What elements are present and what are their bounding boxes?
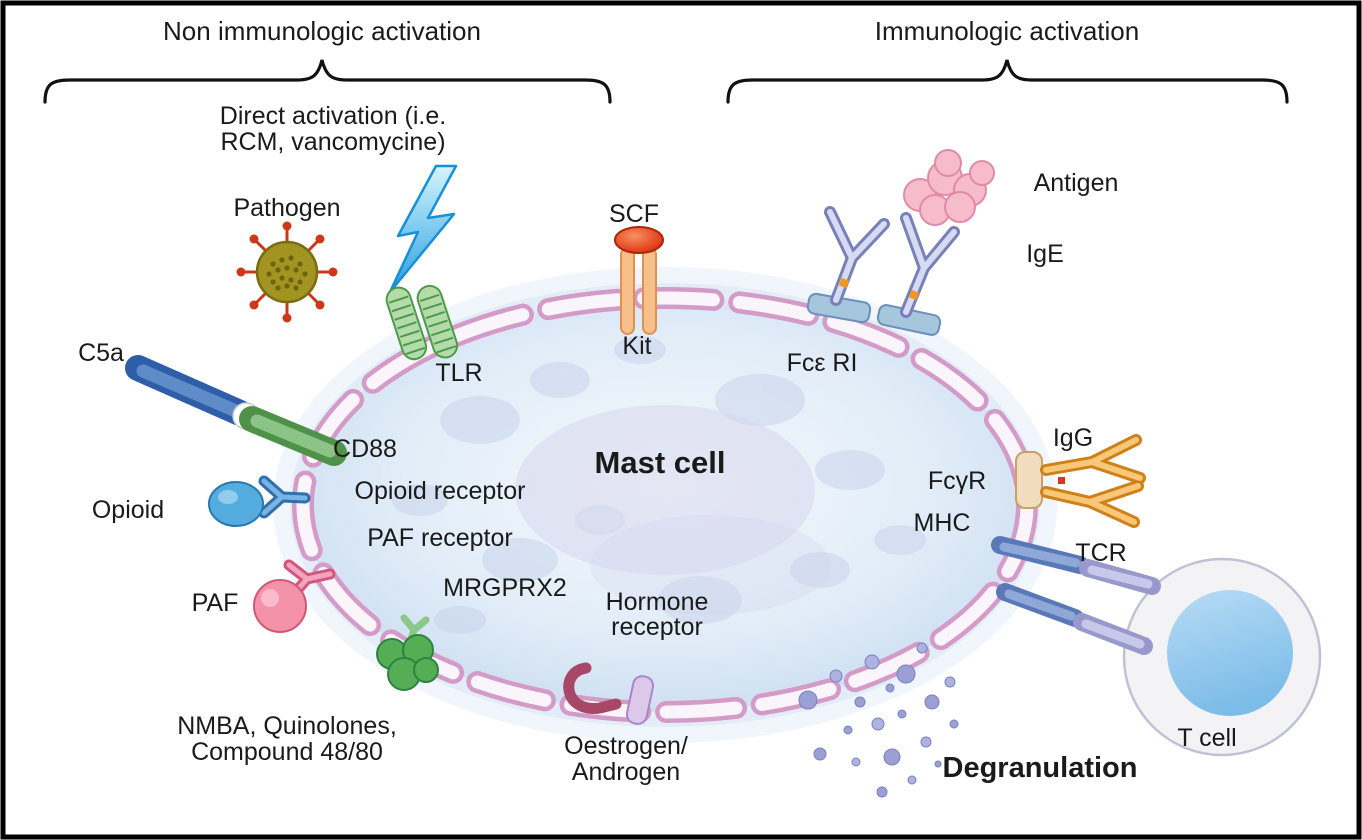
- mhc-molecule-icon: [991, 536, 1089, 627]
- label-degranulation: Degranulation: [943, 752, 1138, 784]
- label-c5a: C5a: [78, 339, 124, 367]
- label-nmba-2: Compound 48/80: [191, 738, 383, 766]
- cell-organelles: [392, 336, 926, 634]
- label-fceri: Fcε RI: [787, 349, 858, 377]
- label-tcr: TCR: [1075, 539, 1126, 567]
- label-mhc: MHC: [914, 509, 971, 537]
- fceri-receptor-icon: [806, 292, 942, 336]
- label-cd88: CD88: [333, 435, 397, 463]
- antigen-icon: [903, 149, 995, 226]
- label-fcgr: FcγR: [928, 467, 986, 495]
- oestrogen-ligand-icon: [625, 675, 655, 725]
- pathogen-icon: [236, 221, 338, 323]
- igg-antibody-icon: [1040, 434, 1146, 528]
- ige-linker-icon: [838, 277, 850, 289]
- label-scf: SCF: [609, 200, 659, 228]
- scf-ligand-icon: [614, 226, 664, 254]
- label-mrgprx2: MRGPRX2: [443, 574, 567, 602]
- paf-ligand-icon: [253, 579, 307, 633]
- label-igg: IgG: [1053, 424, 1093, 452]
- label-kit: Kit: [622, 332, 651, 360]
- igg-linker-icon: [1058, 477, 1065, 484]
- label-paf: PAF: [192, 589, 239, 617]
- tcr-molecule-icon: [1073, 559, 1161, 655]
- brace-right: [726, 59, 1289, 104]
- t-cell-icon: [1122, 557, 1322, 757]
- label-hormone-2: receptor: [611, 613, 703, 641]
- label-opioid-receptor: Opioid receptor: [355, 477, 526, 505]
- opioid-ligand-icon: [208, 481, 264, 527]
- label-direct-activation-1: Direct activation (i.e.: [220, 102, 446, 130]
- label-mast-cell: Mast cell: [595, 445, 726, 480]
- mast-cell-body: [273, 267, 1057, 743]
- label-opioid: Opioid: [92, 496, 164, 524]
- cd88-receptor-icon: [239, 406, 347, 466]
- brace-left: [43, 59, 612, 104]
- c5a-ligand-icon: [125, 355, 253, 426]
- title-immunologic: Immunologic activation: [875, 16, 1139, 46]
- tlr-receptor-icon: [385, 284, 459, 361]
- label-tlr: TLR: [435, 359, 482, 387]
- label-pathogen: Pathogen: [233, 194, 340, 222]
- fcgr-receptor-icon: [1015, 451, 1043, 509]
- degranulation-granules-icon: [798, 642, 959, 798]
- kit-receptor-icon: [620, 247, 657, 335]
- label-t-cell: T cell: [1177, 724, 1236, 752]
- cell-lower-blob: [590, 515, 830, 615]
- lightning-bolt-icon: [388, 164, 458, 294]
- label-antigen: Antigen: [1034, 169, 1119, 197]
- hormone-receptor-icon: [563, 662, 622, 714]
- opioid-receptor-icon: [258, 475, 311, 519]
- cell-central-blob: [515, 405, 815, 575]
- label-paf-receptor: PAF receptor: [367, 524, 512, 552]
- label-nmba-1: NMBA, Quinolones,: [177, 712, 397, 740]
- label-ige: IgE: [1026, 240, 1064, 268]
- ige-antibody-icon: [824, 206, 960, 318]
- label-hormone-1: Hormone: [606, 588, 709, 616]
- label-oestrogen-2: Androgen: [572, 758, 680, 786]
- title-non-immunologic: Non immunologic activation: [163, 16, 481, 46]
- ige-linker-icon: [908, 289, 920, 301]
- mrgprx2-receptor-icon: [376, 614, 439, 691]
- label-direct-activation-2: RCM, vancomycine): [220, 128, 445, 156]
- label-oestrogen-1: Oestrogen/: [564, 732, 688, 760]
- t-cell-nucleus: [1167, 590, 1293, 716]
